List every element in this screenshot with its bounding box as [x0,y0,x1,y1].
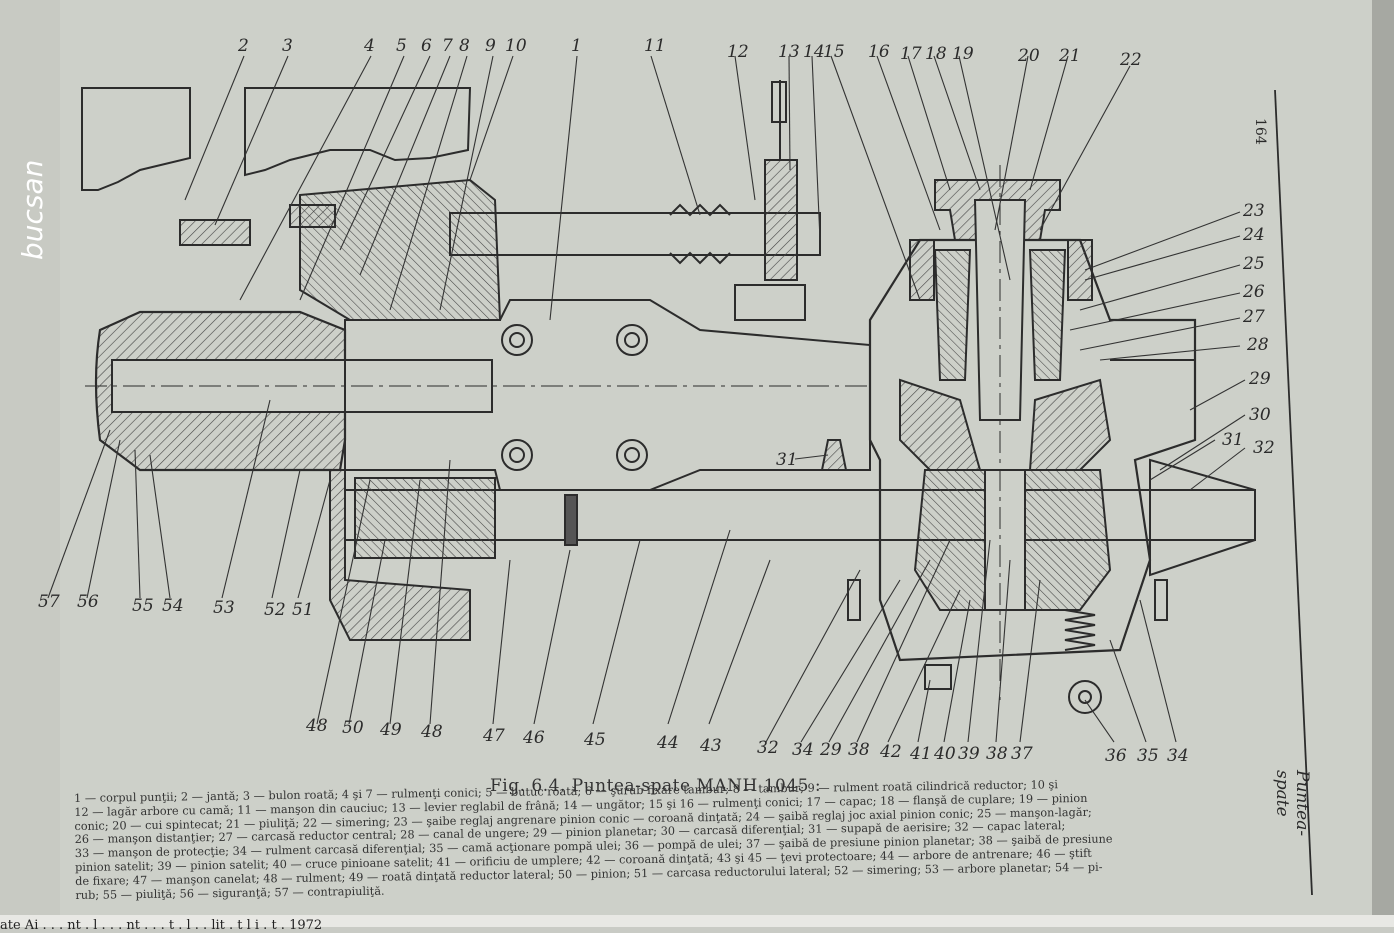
callout-45: 45 [584,730,606,750]
callout-24: 24 [1243,225,1265,245]
callout-53: 53 [213,598,235,618]
callout-13: 13 [778,42,800,62]
callout-29: 29 [820,740,842,760]
callout-56: 56 [77,592,99,612]
callout-32: 32 [757,738,779,758]
callout-49: 49 [380,720,402,740]
callout-9: 9 [485,36,496,56]
callout-38: 38 [986,744,1008,764]
callout-27: 27 [1243,307,1265,327]
callout-41: 41 [910,744,932,764]
callout-16: 16 [868,42,890,62]
callout-12: 12 [727,42,749,62]
callout-29: 29 [1249,369,1271,389]
callout-28: 28 [1247,335,1269,355]
callout-10: 10 [505,36,527,56]
callout-39: 39 [958,744,980,764]
callout-52: 52 [264,600,286,620]
callout-8: 8 [459,36,470,56]
callout-20: 20 [1018,46,1040,66]
callout-30: 30 [1249,405,1271,425]
callout-4: 4 [364,36,375,56]
callout-6: 6 [421,36,432,56]
callout-43: 43 [700,736,722,756]
callout-15: 15 [823,42,845,62]
callout-18: 18 [925,44,947,64]
callout-38: 38 [848,740,870,760]
callout-25: 25 [1243,254,1265,274]
callout-26: 26 [1243,282,1265,302]
callout-46: 46 [523,728,545,748]
callout-19: 19 [952,44,974,64]
callout-34: 34 [1167,746,1189,766]
callout-51: 51 [292,600,314,620]
callout-47: 47 [483,726,505,746]
page-number: 164 [1252,118,1268,145]
legend: 1 — corpul punţii; 2 — jantă; 3 — bulon … [74,775,1285,902]
callout-14: 14 [803,42,825,62]
callout-22: 22 [1120,50,1142,70]
callout-label: 31 [776,450,798,470]
callout-21: 21 [1059,46,1081,66]
callout-17: 17 [900,44,922,64]
callout-11: 11 [644,36,666,56]
callout-55: 55 [132,596,154,616]
callout-1: 1 [571,36,582,56]
callout-40: 40 [934,744,956,764]
callout-37: 37 [1011,744,1033,764]
watermark: bucsan [16,159,49,260]
callout-48: 48 [306,716,328,736]
callout-23: 23 [1243,201,1265,221]
callout-48: 48 [421,722,443,742]
callout-7: 7 [442,36,453,56]
callout-57: 57 [38,592,60,612]
callout-5: 5 [396,36,407,56]
callout-2: 2 [238,36,249,56]
callout-31: 31 [1222,430,1244,450]
cut-off-text: ate Ai . . . nt . l . . . nt . . . t . l… [0,918,323,933]
callout-44: 44 [657,733,679,753]
callout-32: 32 [1253,438,1275,458]
callout-36: 36 [1105,746,1127,766]
callout-50: 50 [342,718,364,738]
callout-3: 3 [282,36,293,56]
callout-34: 34 [792,740,814,760]
callout-35: 35 [1137,746,1159,766]
callout-42: 42 [880,742,902,762]
callout-54: 54 [162,596,184,616]
figure-caption: Fig. 6.4. Puntea-spate MANH 1045 : [490,776,822,796]
